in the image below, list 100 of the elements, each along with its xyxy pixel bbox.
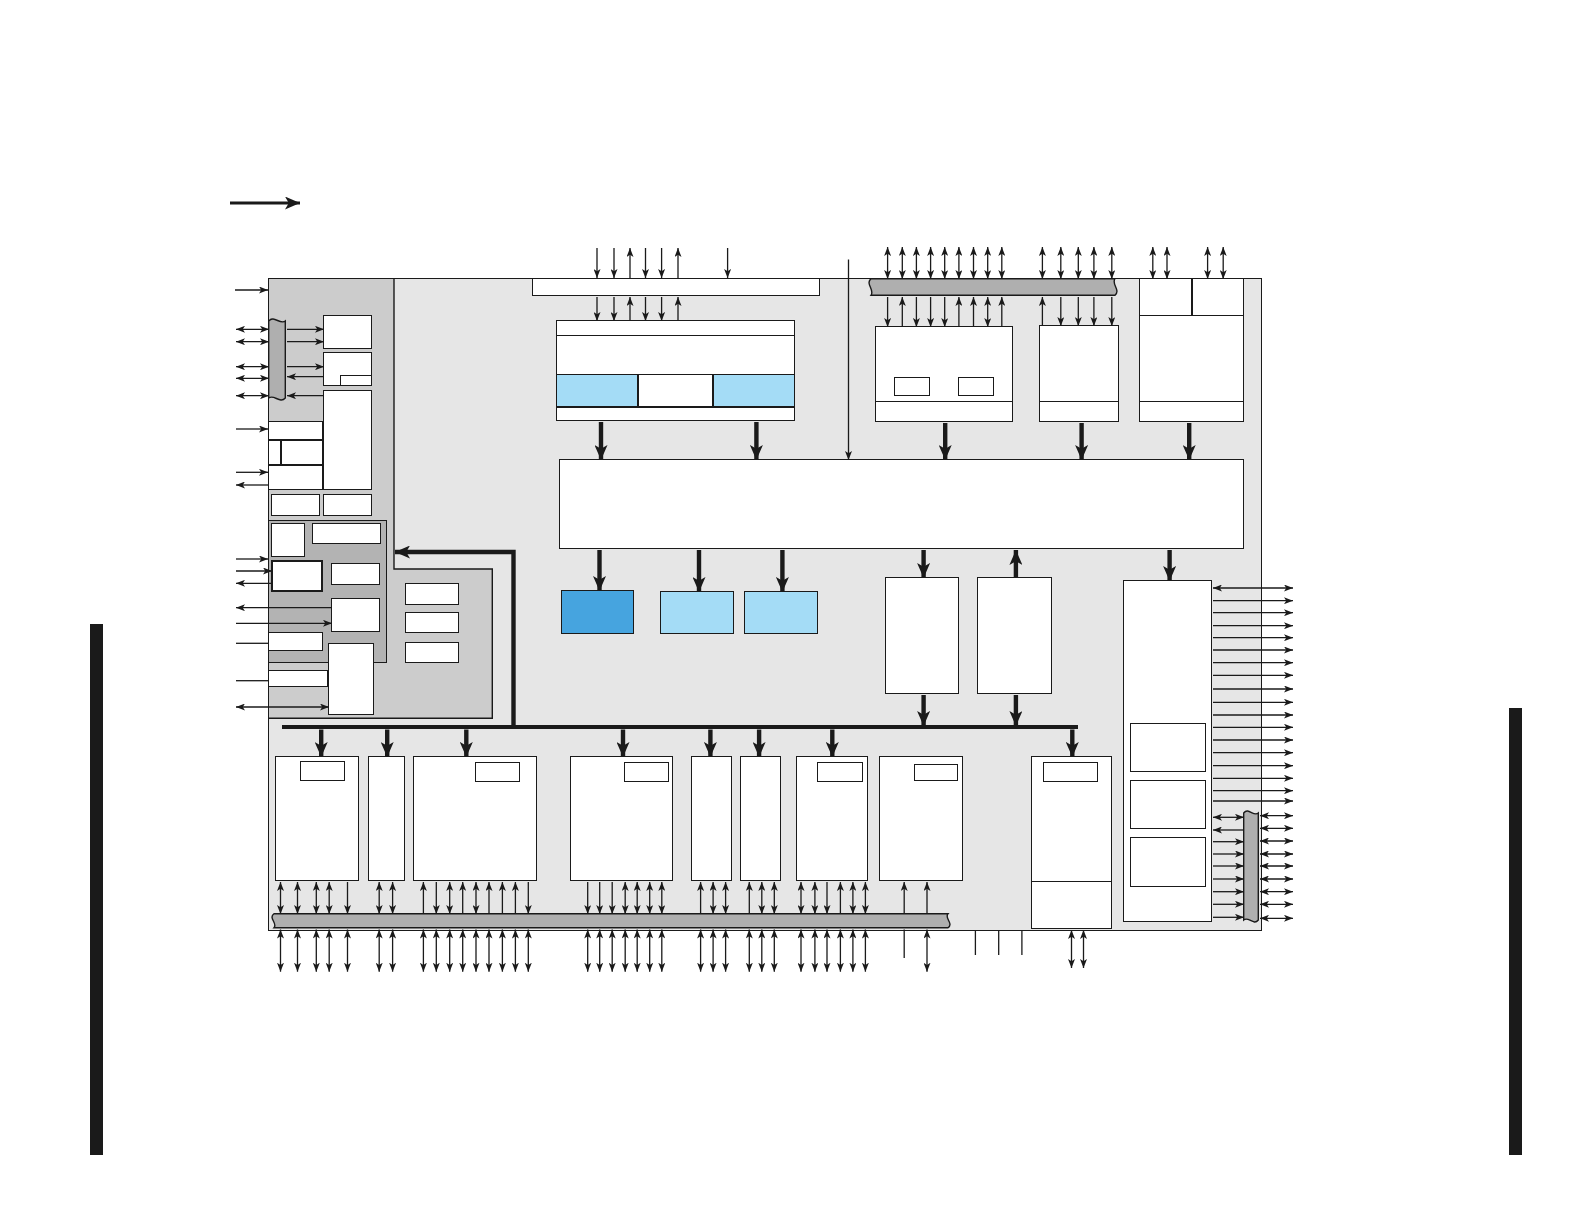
block-box bbox=[340, 375, 372, 386]
arrow bbox=[235, 555, 269, 563]
block-box bbox=[817, 762, 863, 782]
arrow bbox=[642, 296, 649, 322]
arrow bbox=[674, 296, 682, 322]
arrow bbox=[286, 373, 325, 381]
block-box bbox=[331, 598, 380, 632]
arrow bbox=[234, 286, 269, 294]
arrow bbox=[955, 296, 963, 328]
arrow bbox=[1212, 875, 1245, 883]
arrow bbox=[998, 296, 1006, 328]
arrow bbox=[758, 928, 766, 973]
block-box bbox=[532, 279, 821, 297]
block-box bbox=[914, 764, 958, 781]
arrow bbox=[235, 374, 270, 382]
arrow bbox=[1259, 875, 1294, 883]
block-box bbox=[275, 756, 360, 882]
l-shaped-panel bbox=[269, 279, 494, 720]
arrow bbox=[692, 550, 706, 592]
arrow bbox=[1212, 659, 1294, 667]
arrow bbox=[1009, 550, 1023, 578]
arrow bbox=[917, 550, 931, 578]
arrow bbox=[395, 545, 516, 726]
block-box bbox=[1192, 279, 1244, 316]
arrow bbox=[472, 928, 480, 973]
block-box bbox=[691, 756, 733, 882]
block-box bbox=[269, 632, 323, 651]
arrow bbox=[1259, 812, 1294, 820]
arrow bbox=[312, 881, 320, 915]
block-box bbox=[323, 494, 373, 517]
block-box bbox=[269, 421, 324, 441]
arrow bbox=[1212, 622, 1294, 630]
arrow bbox=[235, 604, 333, 612]
arrow bbox=[485, 881, 493, 915]
arrow bbox=[1149, 246, 1157, 280]
arrow bbox=[709, 928, 717, 973]
arrow bbox=[1212, 900, 1245, 908]
arrow bbox=[235, 468, 269, 476]
arrow bbox=[1074, 296, 1082, 327]
arrow bbox=[621, 881, 629, 915]
arrow bbox=[235, 392, 270, 400]
arrow bbox=[472, 881, 480, 915]
block-box bbox=[879, 756, 964, 882]
arrow bbox=[277, 881, 284, 915]
arrow bbox=[1212, 749, 1294, 757]
arrow bbox=[1212, 797, 1294, 805]
arrow bbox=[1212, 698, 1294, 706]
arrow bbox=[459, 928, 467, 973]
arrow bbox=[1065, 729, 1079, 757]
arrow bbox=[596, 928, 604, 973]
arrow bbox=[1212, 813, 1245, 821]
arrow bbox=[884, 296, 892, 328]
arrow bbox=[498, 928, 506, 973]
arrow bbox=[898, 246, 906, 280]
block-box bbox=[413, 756, 538, 882]
arrow bbox=[1204, 246, 1212, 280]
arrow bbox=[845, 258, 852, 461]
arrow bbox=[1259, 862, 1294, 870]
arrow bbox=[1009, 695, 1023, 726]
arrow bbox=[770, 928, 778, 973]
arrow bbox=[286, 325, 325, 333]
arrow bbox=[1212, 787, 1294, 795]
arrow bbox=[1057, 296, 1065, 327]
arrow bbox=[912, 296, 920, 328]
shaded-panel bbox=[269, 520, 388, 664]
arrow bbox=[1212, 711, 1294, 719]
arrow bbox=[1163, 246, 1171, 280]
arrow bbox=[344, 928, 351, 973]
io-bus-bar bbox=[269, 317, 287, 403]
arrow bbox=[1212, 850, 1245, 858]
arrow bbox=[608, 928, 616, 973]
arrow bbox=[642, 247, 649, 279]
connector-line bbox=[998, 930, 1000, 956]
highlighted-block bbox=[660, 591, 735, 635]
arrow bbox=[1212, 671, 1294, 679]
arrow bbox=[927, 246, 935, 280]
arrow bbox=[325, 928, 333, 973]
arrow bbox=[658, 247, 666, 279]
highlighted-block bbox=[557, 374, 638, 407]
arrow bbox=[596, 881, 604, 915]
arrow bbox=[459, 881, 467, 915]
arrow bbox=[917, 695, 931, 726]
arrow bbox=[235, 567, 273, 575]
arrow bbox=[898, 296, 906, 328]
block-box bbox=[1130, 723, 1206, 772]
block-box bbox=[958, 377, 994, 396]
block-box bbox=[1140, 279, 1192, 316]
arrow bbox=[836, 881, 844, 915]
arrow bbox=[709, 881, 717, 915]
connector-line bbox=[903, 928, 905, 959]
arrow bbox=[1090, 296, 1098, 327]
arrow bbox=[419, 881, 427, 915]
arrow bbox=[797, 881, 805, 915]
arrow bbox=[1212, 762, 1294, 770]
arrow bbox=[286, 363, 325, 371]
arrow bbox=[1212, 609, 1294, 617]
arrow bbox=[1108, 246, 1116, 280]
arrow bbox=[1108, 296, 1116, 327]
block-box bbox=[405, 583, 460, 606]
arrow bbox=[1074, 246, 1082, 280]
